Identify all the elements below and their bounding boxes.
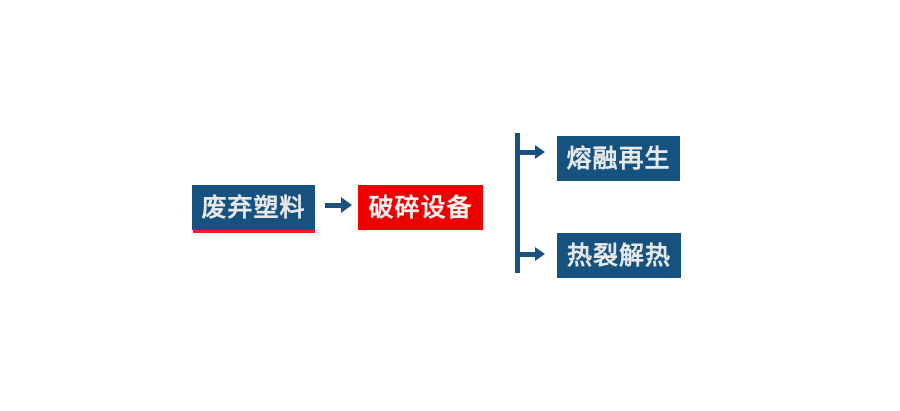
node-waste-plastic-label: 废弃塑料 (201, 193, 306, 222)
arrow-right-icon-branch-bottom-head (535, 247, 545, 261)
node-melt-regeneration-label: 熔融再生 (566, 144, 671, 173)
node-melt-regeneration[interactable]: 熔融再生 (557, 136, 680, 181)
arrow-right-icon-main-shaft (325, 203, 343, 208)
node-crushing-equipment-label: 破碎设备 (368, 193, 473, 222)
node-pyrolysis-heat[interactable]: 热裂解热 (557, 233, 681, 278)
node-pyrolysis-heat-label: 热裂解热 (566, 241, 671, 270)
arrow-right-icon-branch-bottom-shaft (519, 252, 537, 257)
split-bracket-trunk (515, 133, 520, 273)
node-crushing-equipment[interactable]: 破碎设备 (358, 185, 483, 230)
arrow-right-icon-branch-top-shaft (519, 150, 537, 155)
node-waste-plastic-underline (193, 230, 315, 233)
arrow-right-icon-branch-top-head (535, 145, 545, 159)
arrow-right-icon-main-head (341, 197, 352, 213)
node-waste-plastic[interactable]: 废弃塑料 (192, 185, 315, 230)
